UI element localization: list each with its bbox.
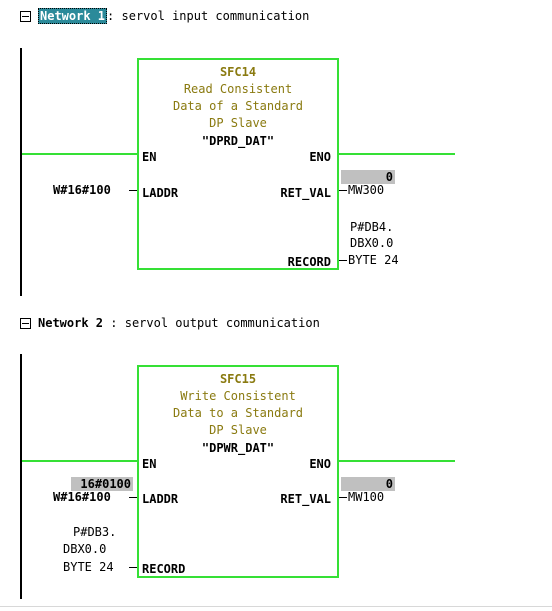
- network-1-comment: servol input communication: [121, 9, 310, 23]
- sfc15-function-block[interactable]: SFC15 Write Consistent Data to a Standar…: [137, 365, 339, 578]
- sfc15-ret-val-value[interactable]: MW100: [348, 490, 385, 504]
- sfc15-ret-val-status: 0: [341, 477, 395, 491]
- sfc15-eno-pin[interactable]: ENO: [309, 457, 331, 471]
- sfc14-en-pin[interactable]: EN: [142, 150, 157, 164]
- network-2-separator: :: [110, 316, 118, 330]
- sfc14-record-value-line-3[interactable]: BYTE 24: [348, 253, 399, 267]
- sfc14-ret-val-pin[interactable]: RET_VAL: [280, 186, 331, 200]
- editor-bottom-border: [0, 606, 552, 607]
- sfc14-ret-val-value[interactable]: MW300: [348, 183, 385, 197]
- sfc14-number: SFC14: [219, 65, 257, 79]
- sfc14-record-pin[interactable]: RECORD: [287, 255, 331, 269]
- sfc14-function-block[interactable]: SFC14 Read Consistent Data of a Standard…: [137, 58, 339, 270]
- sfc15-record-connector: [129, 567, 137, 568]
- network-1-label[interactable]: Network 1: [38, 8, 108, 24]
- network-2-en-wire: [22, 460, 138, 462]
- sfc15-title-line-1: Write Consistent: [180, 389, 296, 403]
- network-2-eno-wire: [338, 460, 455, 462]
- sfc14-eno-pin[interactable]: ENO: [309, 150, 331, 164]
- sfc14-title-line-3: DP Slave: [209, 116, 267, 130]
- sfc14-title-line-1: Read Consistent: [183, 82, 293, 96]
- network-1-en-wire: [22, 153, 138, 155]
- sfc15-laddr-connector: [129, 497, 137, 498]
- sfc14-laddr-value[interactable]: W#16#100: [53, 183, 111, 197]
- sfc14-laddr-connector: [129, 190, 137, 191]
- network-1-power-rail: [20, 48, 22, 296]
- network-2-comment: servol output communication: [124, 316, 320, 330]
- network-1-header[interactable]: Network 1: servol input communication: [38, 8, 310, 24]
- network-1-eno-wire: [338, 153, 455, 155]
- sfc14-ret-val-connector: [339, 190, 347, 191]
- sfc15-title-line-2: Data to a Standard: [172, 406, 304, 420]
- sfc15-number: SFC15: [219, 372, 257, 386]
- sfc15-title-line-3: DP Slave: [209, 423, 267, 437]
- sfc15-record-value-line-3[interactable]: BYTE 24: [63, 560, 114, 574]
- sfc14-title-line-2: Data of a Standard: [172, 99, 304, 113]
- sfc15-laddr-pin[interactable]: LADDR: [142, 492, 179, 506]
- sfc14-record-value-line-1[interactable]: P#DB4.: [350, 220, 394, 234]
- sfc14-laddr-pin[interactable]: LADDR: [142, 186, 179, 200]
- sfc15-ret-val-pin[interactable]: RET_VAL: [280, 492, 331, 506]
- network-1-collapse-toggle[interactable]: [20, 11, 31, 22]
- sfc15-block-name: "DPWR_DAT": [201, 441, 275, 455]
- sfc15-laddr-value[interactable]: W#16#100: [53, 490, 111, 504]
- sfc14-record-value-line-2[interactable]: DBX0.0: [350, 236, 394, 250]
- sfc14-block-name: "DPRD_DAT": [201, 134, 275, 148]
- sfc15-en-pin[interactable]: EN: [142, 457, 157, 471]
- sfc15-laddr-status: 16#0100: [71, 477, 133, 491]
- sfc15-record-pin[interactable]: RECORD: [142, 562, 186, 576]
- network-2-power-rail: [20, 354, 22, 599]
- network-2-header[interactable]: Network 2 : servol output communication: [38, 316, 320, 330]
- network-2-collapse-toggle[interactable]: [20, 318, 31, 329]
- sfc15-ret-val-connector: [339, 497, 347, 498]
- network-2-label[interactable]: Network 2: [38, 316, 104, 330]
- network-1-separator: :: [107, 9, 115, 23]
- sfc15-record-value-line-2[interactable]: DBX0.0: [63, 542, 107, 556]
- sfc14-ret-val-status: 0: [341, 170, 395, 184]
- sfc15-record-value-line-1[interactable]: P#DB3.: [73, 525, 117, 539]
- sfc14-record-connector: [339, 260, 347, 261]
